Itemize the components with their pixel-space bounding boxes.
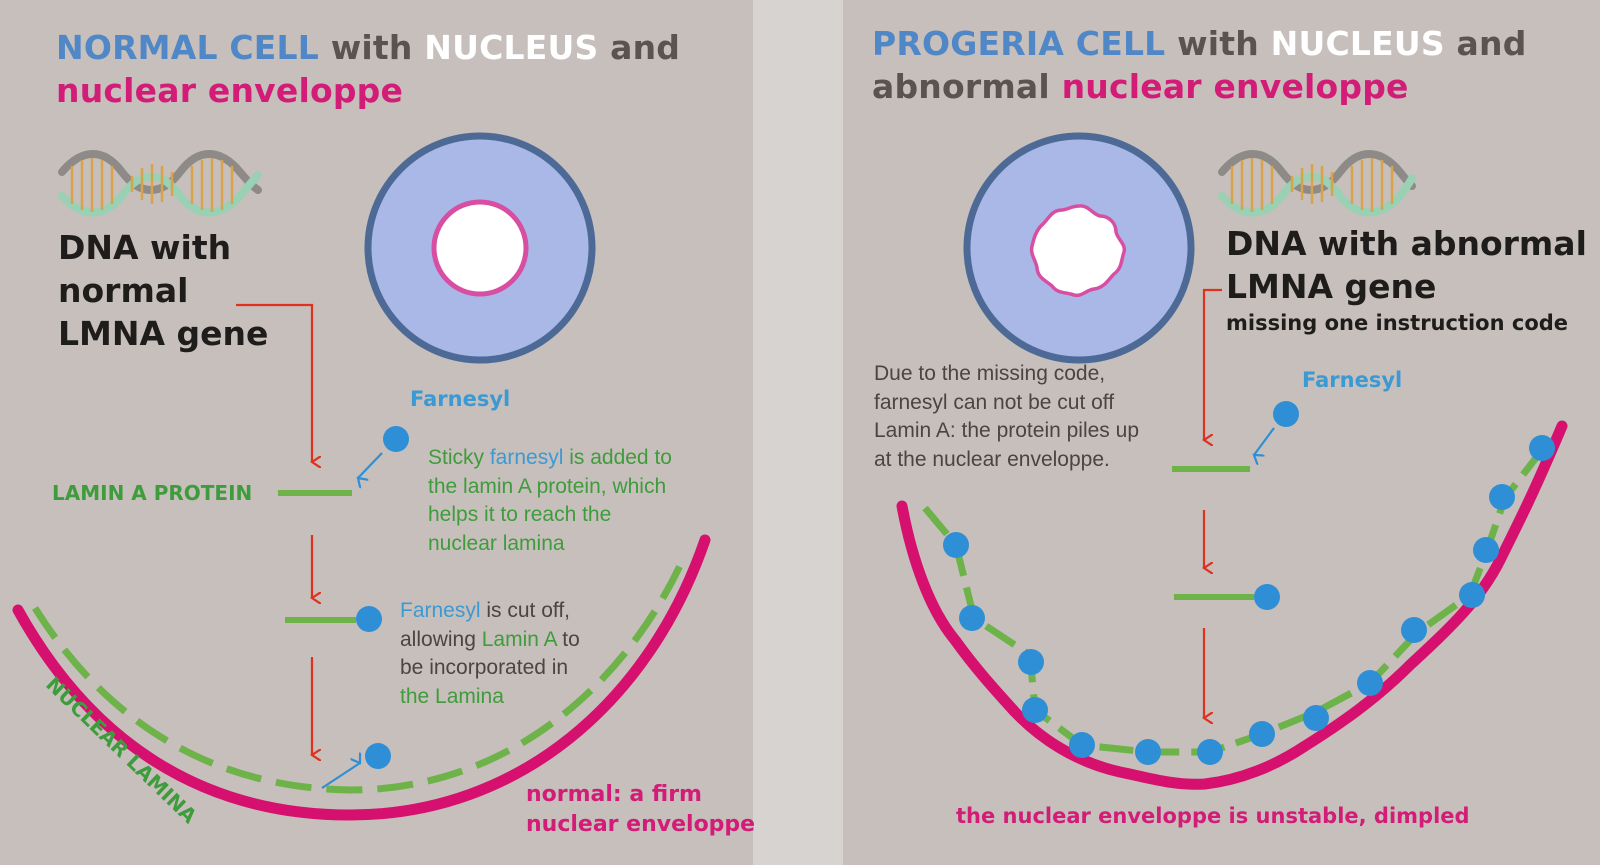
- farnesyl-label: Farnesyl: [410, 387, 511, 411]
- farnesyl-attached: [356, 606, 382, 632]
- note2-farnesyl: Farnesyl: [400, 599, 481, 622]
- note2-text: is cut off,: [480, 599, 571, 622]
- dna-normal-line2: normal: [58, 271, 189, 310]
- note2-line3: be incorporated in: [400, 656, 569, 679]
- note-line4: at the nuclear enveloppe.: [874, 447, 1110, 471]
- lamin-a-label: LAMIN A PROTEIN: [52, 481, 253, 505]
- title-and: and: [598, 28, 681, 67]
- dna-normal-line1: DNA with: [58, 228, 232, 267]
- note-missing-code: Due to the missing code, farnesyl can no…: [874, 360, 1139, 474]
- note1-farnesyl: farnesyl: [489, 446, 564, 469]
- normal-cell: [364, 132, 596, 364]
- note1-text: is added to: [563, 446, 672, 469]
- caption-normal: normal: a firm nuclear enveloppe: [526, 780, 755, 840]
- caption-normal-line1: normal: a firm: [526, 782, 702, 807]
- note1-text: Sticky: [428, 446, 490, 469]
- piled-up-lamin: [922, 435, 1555, 765]
- connector-line: [1204, 288, 1222, 440]
- title-nucleus: NUCLEUS: [1270, 24, 1445, 63]
- nuclear-envelope-normal: [12, 534, 711, 821]
- dna-abnormal-line1: DNA with abnormal: [1226, 224, 1587, 263]
- panel-divider: [753, 0, 843, 865]
- title-normal-cell: NORMAL CELL: [56, 28, 319, 67]
- note-line3: Lamin A: the protein piles up: [874, 419, 1140, 442]
- note-line1: Due to the missing code,: [874, 362, 1106, 385]
- panel-progeria-cell: [843, 0, 1600, 865]
- note2-line4: the Lamina: [400, 684, 504, 708]
- farnesyl-arrow: [1254, 427, 1275, 455]
- progeria-cell: [963, 132, 1195, 364]
- note1-line4: nuclear lamina: [428, 531, 565, 555]
- farnesyl-arrow: [358, 452, 383, 478]
- title-with: with: [1165, 24, 1271, 63]
- note2-text: allowing: [400, 627, 482, 651]
- note-line2: farnesyl can not be cut off: [874, 390, 1115, 414]
- title-progeria-line1: PROGERIA CELL with NUCLEUS and: [872, 22, 1527, 65]
- farnesyl-molecule: [1273, 401, 1299, 427]
- title-progeria-cell: PROGERIA CELL: [872, 24, 1166, 63]
- note-farnesyl-cut: Farnesyl is cut off, allowing Lamin A to…: [400, 597, 580, 711]
- title-normal-line1: NORMAL CELL with NUCLEUS and: [56, 26, 680, 69]
- title-progeria-line2: abnormal nuclear enveloppe: [872, 65, 1409, 108]
- panel-normal-cell: [0, 0, 753, 865]
- nuclear-lamina-normal: [32, 553, 689, 794]
- farnesyl-molecule: [383, 426, 409, 452]
- note2-text: to: [556, 627, 580, 651]
- dna-helix-icon: [1218, 150, 1416, 217]
- connector-line: [236, 303, 312, 462]
- title-nuclear-enveloppe: nuclear enveloppe: [1061, 67, 1409, 106]
- note2-lamin: Lamin A: [481, 627, 557, 651]
- note-farnesyl-added: Sticky farnesyl is added to the lamin A …: [428, 444, 672, 558]
- dna-abnormal-line2: LMNA gene: [1226, 267, 1437, 306]
- caption-progeria: the nuclear enveloppe is unstable, dimpl…: [956, 804, 1470, 828]
- note1-line2: the lamin A protein, which: [428, 474, 667, 498]
- title-with: with: [319, 28, 425, 67]
- dimpled-nucleus: [1029, 204, 1127, 298]
- farnesyl-cut-off: [365, 743, 391, 769]
- dna-abnormal-subline: missing one instruction code: [1226, 311, 1569, 335]
- title-nucleus: NUCLEUS: [424, 28, 599, 67]
- title-abnormal: abnormal: [872, 67, 1062, 106]
- title-normal-line2: nuclear enveloppe: [56, 71, 404, 110]
- cutoff-arrow: [321, 763, 360, 789]
- title-and: and: [1444, 24, 1527, 63]
- farnesyl-label: Farnesyl: [1302, 368, 1403, 392]
- farnesyl-attached: [1254, 584, 1280, 610]
- dna-helix-icon: [58, 150, 262, 217]
- dna-normal-line3: LMNA gene: [58, 314, 269, 353]
- caption-normal-line2: nuclear enveloppe: [526, 812, 756, 837]
- note1-line3: helps it to reach the: [428, 503, 612, 526]
- nuclear-envelope-dimpled: [896, 420, 1568, 790]
